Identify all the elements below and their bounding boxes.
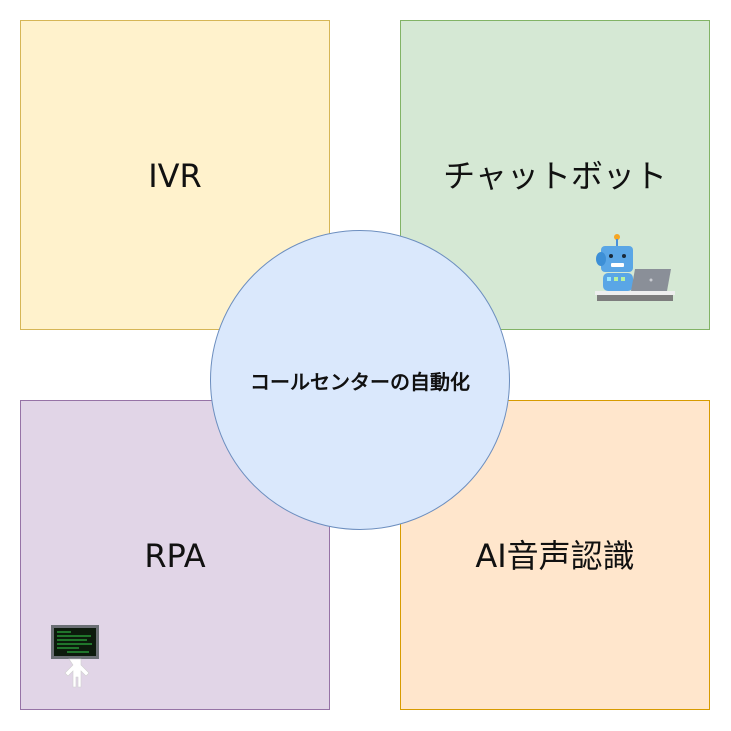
quadrant-label-chatbot: チャットボット (443, 157, 667, 195)
center-label: コールセンターの自動化 (250, 369, 470, 394)
robot-at-laptop-icon (595, 234, 675, 301)
quadrant-label-ivr: IVR (148, 157, 202, 195)
quadrant-label-rpa: RPA (144, 537, 206, 575)
center-circle: コールセンターの自動化 (210, 230, 510, 530)
monitor-head-person-icon (51, 625, 99, 688)
quadrant-chatbot: チャットボット (400, 20, 710, 330)
quadrant-label-ai-speech: AI音声認識 (475, 537, 635, 575)
quadrant-ivr: IVR (20, 20, 330, 330)
